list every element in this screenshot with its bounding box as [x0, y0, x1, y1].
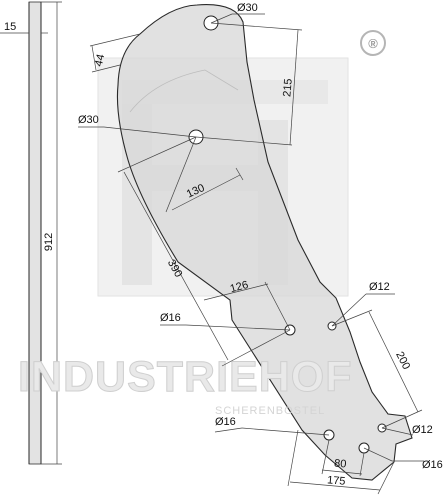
- inner-edge-shade: [129, 69, 239, 113]
- horizontal-spacing-label: 126: [229, 279, 250, 295]
- bottom-hole-right-top-label: Ø12: [412, 424, 433, 436]
- hole-spacing-vertical-label: 215: [281, 78, 295, 97]
- plow-blade-outline: [116, 4, 413, 481]
- dimension-lines: [78, 13, 424, 495]
- watermark-brand: INDUSTRIEHOF: [18, 353, 353, 401]
- thickness-label: 15: [4, 21, 16, 33]
- side-view: [0, 1, 62, 465]
- tip-length-label: 200: [393, 350, 412, 372]
- bottom-hole-left-label: Ø16: [215, 416, 236, 428]
- top-width-label: 44: [93, 53, 107, 68]
- lower-hole-left-label: Ø16: [160, 312, 181, 324]
- mid-hole-diameter-label: Ø30: [78, 114, 99, 126]
- length-label: 912: [43, 233, 55, 251]
- bottom-spacing-outer-label: 175: [327, 474, 346, 488]
- registered-mark: ®: [368, 36, 378, 51]
- top-hole-diameter-label: Ø30: [237, 2, 258, 14]
- bottom-hole-right-label: Ø16: [422, 459, 443, 471]
- holes: [188, 15, 387, 454]
- bottom-spacing-inner-label: 80: [334, 458, 347, 471]
- lower-hole-right-label: Ø12: [369, 281, 390, 293]
- registered-mark-circle: [360, 30, 386, 56]
- watermark-sub: SCHERENBOSTEL: [215, 405, 325, 417]
